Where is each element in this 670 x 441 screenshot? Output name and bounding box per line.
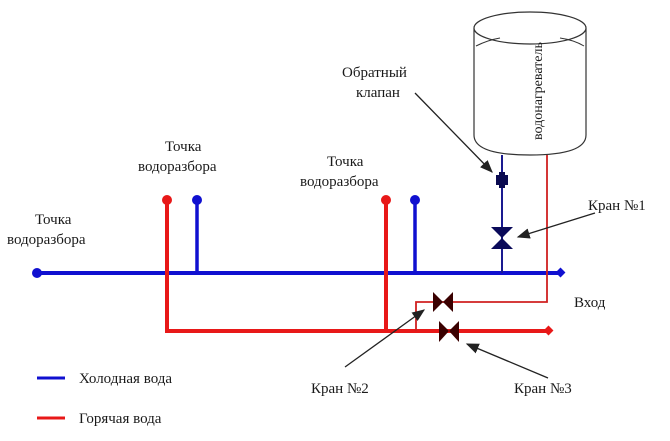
valve-3-icon	[439, 321, 459, 342]
valve-2-icon	[433, 292, 453, 312]
tank-top	[473, 11, 587, 45]
valve-1-label: Кран №1	[588, 198, 646, 214]
tap-point-2-label-line1: Точка	[165, 139, 202, 155]
valve-3-label: Кран №3	[514, 381, 572, 397]
tank-top-arc-left	[475, 37, 501, 47]
cold-main-endpoint	[32, 268, 42, 278]
water-heater-tank: водонагреватель	[473, 11, 587, 156]
tap-point-3-label-line1: Точка	[327, 154, 364, 170]
valve-1-icon	[491, 227, 513, 249]
valve-3-pointer	[465, 343, 549, 379]
inlet-label: Вход	[574, 295, 606, 311]
cold-tap-1	[192, 195, 202, 205]
valve-2-label: Кран №2	[311, 381, 369, 397]
hot-inlet-diamond	[543, 325, 554, 336]
check-valve-label-line1: Обратный	[342, 65, 407, 81]
legend-hot-label: Горячая вода	[79, 411, 162, 427]
tap-point-1-label-line2: водоразбора	[7, 232, 86, 248]
heater-label: водонагреватель	[531, 42, 546, 140]
check-valve-icon	[496, 172, 508, 188]
hot-tap-1	[162, 195, 172, 205]
valve-1-pointer	[516, 212, 596, 239]
legend-cold-label: Холодная вода	[79, 371, 172, 387]
tank-body	[473, 28, 587, 156]
check-valve-label-line2: клапан	[356, 85, 400, 101]
tap-point-1-label-line1: Точка	[35, 212, 72, 228]
hot-tap-2	[381, 195, 391, 205]
tank-top-arc-right	[559, 37, 585, 47]
check-valve-pointer	[414, 92, 493, 173]
cold-inlet-diamond	[555, 267, 566, 278]
cold-tap-2	[410, 195, 420, 205]
tap-point-3-label-line2: водоразбора	[300, 174, 379, 190]
valve-2-pointer	[344, 309, 426, 368]
legend: Холодная вода Горячая вода	[37, 371, 172, 427]
tap-point-2-label-line2: водоразбора	[138, 159, 217, 175]
